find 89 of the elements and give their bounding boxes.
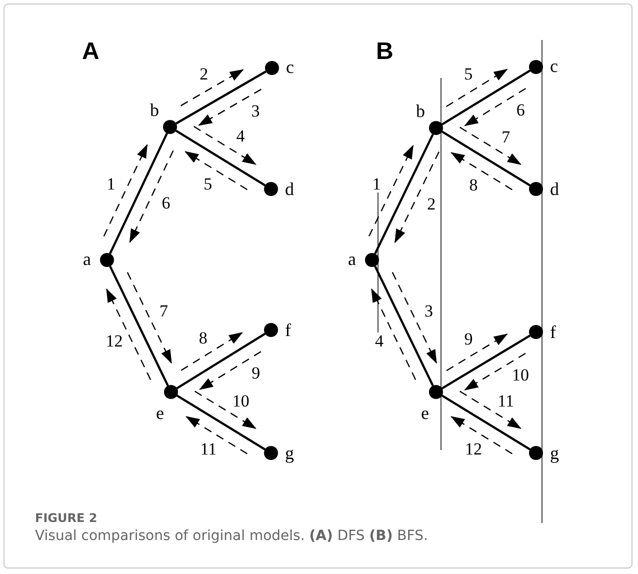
dashed-arrow bbox=[392, 272, 437, 364]
edge-label: 9 bbox=[463, 330, 474, 348]
dashed-arrow bbox=[180, 69, 244, 106]
panel-letter: A bbox=[82, 40, 100, 64]
node-dot bbox=[264, 182, 278, 196]
dashed-arrow bbox=[459, 126, 522, 165]
tree-edge bbox=[374, 134, 434, 254]
dashed-arrow bbox=[194, 390, 256, 429]
node-dot bbox=[529, 182, 543, 196]
dashed-arrow bbox=[103, 144, 148, 237]
dashed-arrow bbox=[129, 150, 174, 243]
dashed-arrow bbox=[446, 334, 508, 372]
node-dot bbox=[365, 253, 379, 267]
dashed-arrow bbox=[446, 68, 508, 108]
node-label: g bbox=[285, 444, 294, 462]
tree-edge bbox=[441, 334, 531, 390]
edge-label: 6 bbox=[515, 102, 526, 119]
edge-label: 7 bbox=[500, 128, 512, 146]
dashed-arrow bbox=[464, 88, 526, 126]
dashed-arrow bbox=[199, 351, 262, 390]
node-dot bbox=[529, 325, 543, 339]
edge-label: 11 bbox=[199, 440, 218, 458]
tree-edge bbox=[441, 394, 531, 450]
node-label: b bbox=[150, 101, 159, 119]
node-label: f bbox=[550, 323, 556, 341]
dashed-arrow bbox=[464, 352, 526, 390]
dashed-arrow bbox=[371, 288, 416, 380]
tree-edge bbox=[441, 130, 531, 186]
node-label: a bbox=[348, 250, 356, 268]
edge-label: 5 bbox=[202, 176, 214, 193]
node-dot bbox=[429, 121, 443, 135]
figure-caption: Visual comparisons of original models. (A) DFS (B) BFS. bbox=[35, 528, 428, 544]
node-dot bbox=[163, 120, 177, 134]
edge-label: 2 bbox=[198, 65, 210, 82]
node-label: b bbox=[416, 102, 425, 120]
node-label: d bbox=[285, 180, 294, 198]
node-label: a bbox=[83, 250, 91, 268]
node-dot bbox=[265, 61, 279, 75]
edge-label: 8 bbox=[198, 329, 208, 346]
edge-label: 10 bbox=[510, 366, 530, 384]
dashed-arrow bbox=[450, 152, 513, 190]
edge-label: 8 bbox=[468, 176, 479, 194]
panel-letter: B bbox=[376, 40, 394, 64]
node-label: g bbox=[550, 444, 559, 462]
node-label: e bbox=[421, 404, 429, 422]
edge-label: 1 bbox=[106, 175, 116, 192]
node-dot bbox=[264, 446, 278, 460]
node-dot bbox=[264, 323, 278, 337]
node-dot bbox=[429, 385, 443, 399]
node-dot bbox=[529, 446, 543, 460]
dashed-arrow bbox=[198, 88, 262, 126]
node-dot bbox=[529, 60, 543, 74]
node-label: f bbox=[285, 321, 291, 339]
edge-label: 5 bbox=[463, 66, 474, 83]
edge-label: 1 bbox=[371, 176, 382, 193]
figure-number: FIGURE 2 bbox=[35, 511, 98, 525]
tree-edge bbox=[109, 132, 168, 254]
node-label: c bbox=[550, 57, 558, 75]
dashed-arrow bbox=[459, 390, 522, 429]
edge-label: 12 bbox=[464, 440, 483, 458]
edge-label: 7 bbox=[158, 302, 170, 320]
tree-edge bbox=[175, 130, 266, 186]
dashed-arrow bbox=[186, 416, 248, 454]
tree-edge bbox=[176, 394, 266, 450]
dashed-arrow bbox=[126, 272, 172, 364]
node-dot bbox=[100, 253, 114, 267]
node-dot bbox=[164, 385, 178, 399]
tree-edge bbox=[176, 70, 266, 124]
dashed-arrow bbox=[368, 144, 414, 237]
edge-label: 10 bbox=[231, 392, 250, 410]
edge-label: 3 bbox=[250, 102, 261, 120]
tree-edge bbox=[176, 332, 266, 390]
edge-label: 6 bbox=[160, 194, 172, 212]
dashed-arrow bbox=[394, 151, 440, 244]
edge-label: 2 bbox=[426, 195, 437, 212]
tree-edge bbox=[374, 266, 434, 386]
dashed-arrow bbox=[184, 151, 248, 190]
dashed-arrow bbox=[106, 288, 152, 380]
node-label: d bbox=[550, 180, 559, 198]
dashed-arrow bbox=[193, 126, 256, 165]
edge-label: 9 bbox=[250, 364, 262, 382]
edge-label: 11 bbox=[496, 392, 516, 410]
dashed-arrow bbox=[450, 416, 513, 454]
dashed-arrow bbox=[180, 332, 243, 371]
edge-label: 3 bbox=[424, 302, 434, 320]
node-label: e bbox=[156, 404, 164, 422]
node-label: c bbox=[286, 58, 294, 76]
tree-edge bbox=[441, 70, 531, 126]
tree-edge bbox=[109, 266, 169, 386]
